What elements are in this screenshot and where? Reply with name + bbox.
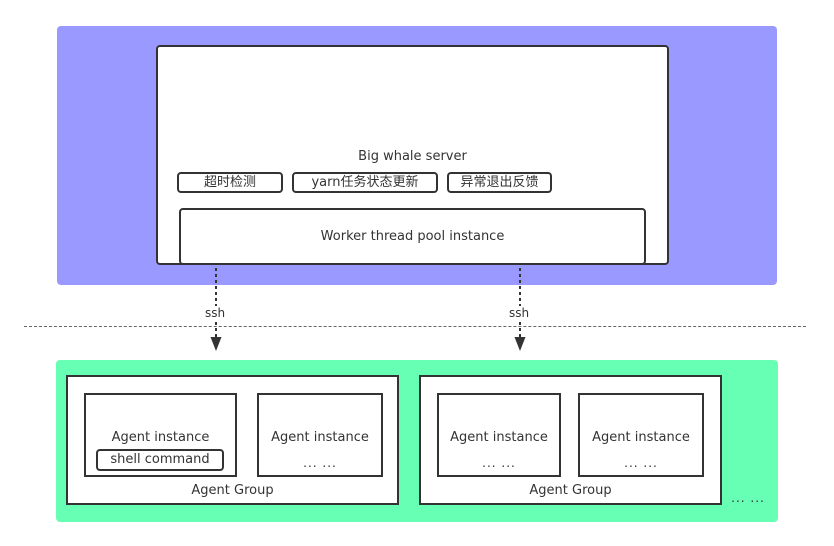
agent-instance-ellipsis: ... ... bbox=[624, 456, 658, 470]
agent-instance-label: Agent instance bbox=[111, 430, 210, 445]
more-groups-ellipsis: ... ... bbox=[731, 491, 765, 505]
worker-thread-pool-label: Worker thread pool instance bbox=[320, 229, 505, 244]
agent-group-label: Agent Group bbox=[529, 483, 612, 498]
agent-instance-label: Agent instance bbox=[592, 430, 690, 445]
agent-instance-label: Agent instance bbox=[450, 430, 548, 445]
ssh-arrow-left-head bbox=[210, 337, 222, 351]
worker-thread-pool-box: Worker thread pool instance bbox=[179, 208, 646, 265]
server-title: Big whale server bbox=[358, 149, 467, 164]
tag-timeout-detection: 超时检测 bbox=[177, 172, 283, 193]
ssh-label-left: ssh bbox=[203, 306, 228, 320]
agent-group-label: Agent Group bbox=[191, 483, 274, 498]
zone-divider bbox=[24, 326, 806, 327]
agent-instance-ellipsis: ... ... bbox=[303, 456, 337, 470]
tag-abnormal-exit-feedback: 异常退出反馈 bbox=[447, 172, 552, 193]
shell-command-box: shell command bbox=[96, 449, 224, 471]
agent-instance-label: Agent instance bbox=[271, 430, 369, 445]
tag-yarn-status-update: yarn任务状态更新 bbox=[292, 172, 438, 193]
ssh-arrow-right-head bbox=[514, 337, 526, 351]
agent-instance-ellipsis: ... ... bbox=[482, 456, 516, 470]
agent-instance bbox=[437, 393, 561, 477]
agent-instance bbox=[257, 393, 383, 477]
ssh-label-right: ssh bbox=[507, 306, 532, 320]
agent-instance bbox=[578, 393, 704, 477]
